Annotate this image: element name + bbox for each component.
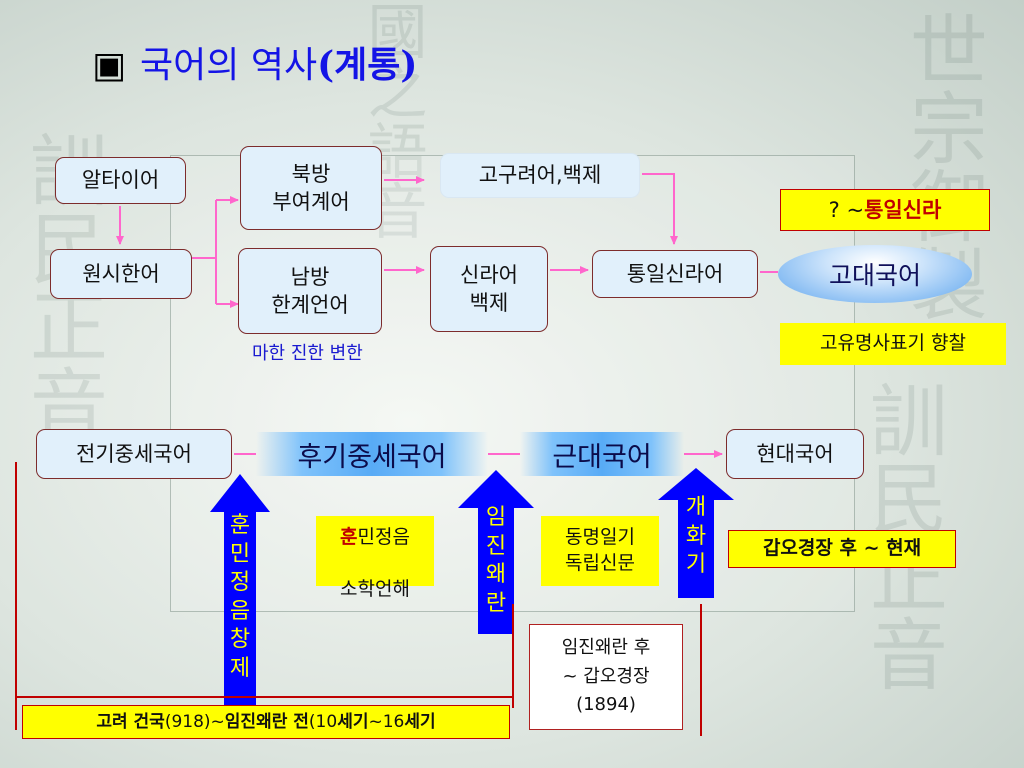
label-hunmin-rest: 민정음	[357, 526, 410, 549]
arrow-goguryeo-to-unified	[642, 173, 678, 245]
title-mark: ▣	[92, 45, 127, 86]
goryeo-part: 임진왜란 전	[224, 711, 309, 732]
goryeo-part: 세기	[337, 711, 369, 732]
label-hunmin-char: 민	[229, 541, 251, 567]
node-early-middle-korean: 전기중세국어	[36, 429, 232, 479]
label-imjin-char: 왜	[485, 562, 507, 588]
node-proto-korean: 원시한어	[50, 249, 192, 299]
title-main: 국어의 역사	[140, 45, 318, 86]
goryeo-part: (10	[308, 711, 338, 732]
goryeo-part: ~16	[368, 711, 405, 732]
node-goguryeo-baekje: 고구려어,백제	[440, 153, 640, 198]
label-unified-silla-period: ? ~ 통일신라	[780, 189, 990, 231]
label-imjin-to-gabo: 임진왜란 후 ~ 갑오경장 (1894)	[529, 624, 683, 730]
label-enlightenment-char: 개	[685, 495, 707, 520]
label-hunmin-char: 제	[229, 655, 251, 681]
label-hunmin-char: 음	[229, 598, 251, 624]
label-hun-red: 훈	[340, 526, 358, 549]
imjin-arrow	[458, 470, 534, 634]
label-hunmin-char: 정	[229, 570, 251, 596]
hunmin-arrow	[210, 474, 270, 712]
node-silla-baekje: 신라어 백제	[430, 246, 548, 332]
label-silla-q-bold: 통일신라	[864, 197, 942, 222]
goryeo-part: 세기	[404, 711, 436, 732]
label-enlightenment-char: 화	[685, 523, 707, 549]
label-enlightenment-char: 기	[685, 552, 707, 578]
enlightenment-arrow	[658, 468, 734, 598]
node-altai: 알타이어	[55, 157, 186, 204]
goryeo-part: 고려 건국	[96, 711, 165, 732]
page-title: ▣ 국어의 역사(계통)	[92, 36, 417, 88]
label-enlightenment: 개 화 기	[678, 494, 714, 580]
label-gabo-to-now: 갑오경장 후 ~ 현재	[728, 530, 956, 568]
label-gabo-text: 갑오경장 후 ~ 현재	[762, 537, 922, 560]
node-south: 남방 한계언어	[238, 248, 382, 334]
node-unified-silla: 통일신라어	[592, 250, 758, 298]
label-hunmin-creation: 훈 민 정 음 창 제	[224, 512, 256, 684]
label-hunmin-char: 훈	[229, 513, 251, 538]
label-newspapers: 동명일기 독립신문	[541, 516, 659, 586]
label-silla-q-prefix: ? ~	[828, 197, 865, 222]
label-hunmin-sohak: 훈민정음 소학언해	[316, 516, 434, 600]
node-early-modern-korean: 근대국어	[520, 432, 684, 476]
label-imjin-char: 란	[485, 590, 507, 616]
title-paren: (계통)	[317, 44, 418, 86]
label-hunmin-sohak-lines: 훈민정음 소학언해	[340, 500, 410, 603]
label-idu-hyangchal: 고유명사표기 향찰	[780, 323, 1006, 365]
node-north: 북방 부여계어	[240, 146, 382, 230]
node-late-middle-korean: 후기중세국어	[256, 432, 488, 476]
note-han-states: 마한 진한 변한	[252, 343, 363, 364]
node-modern-korean: 현대국어	[726, 429, 864, 479]
goryeo-part: (918)~	[164, 711, 225, 732]
node-ancient-korean: 고대국어	[778, 245, 972, 303]
label-imjin-char: 진	[485, 533, 507, 559]
label-hunmin-char: 창	[229, 627, 251, 653]
label-imjin-char: 임	[485, 505, 507, 530]
label-sohak: 소학언해	[340, 577, 410, 600]
label-imjin-war: 임 진 왜 란	[478, 504, 514, 618]
